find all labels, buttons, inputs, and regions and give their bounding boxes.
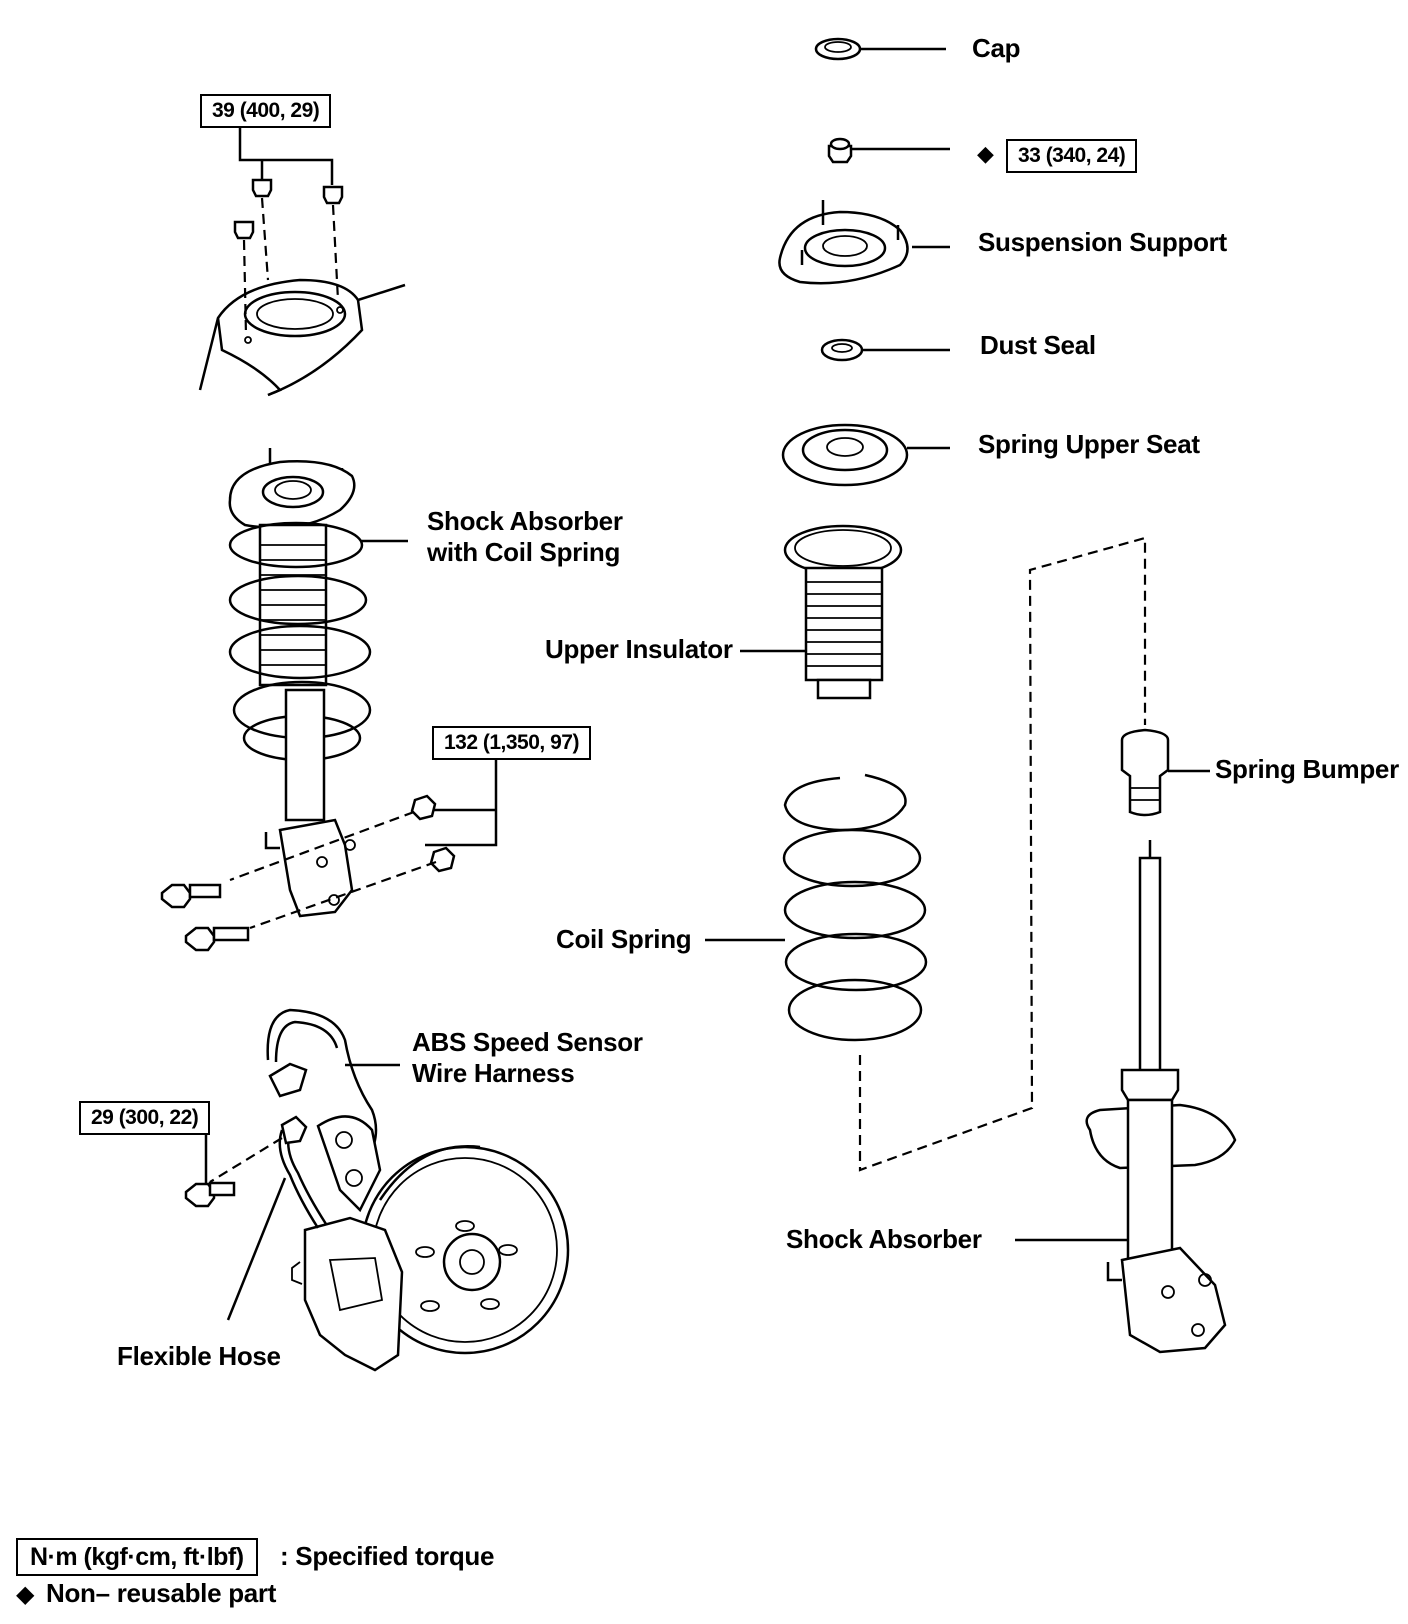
cap-part [814, 37, 946, 61]
strut-assembly-illustration [160, 448, 498, 952]
suspension-support-part [778, 200, 950, 285]
label-dust-seal: Dust Seal [980, 330, 1096, 360]
legend-nonreusable-text: Non– reusable part [46, 1578, 277, 1608]
torque-box-knuckle-bolts: 132 (1,350, 97) [432, 726, 591, 760]
torque-box-support-nuts: 39 (400, 29) [200, 94, 332, 128]
dust-seal-part [820, 338, 950, 362]
label-shock-absorber: Shock Absorber [786, 1224, 982, 1254]
legend-unit-text: : Specified torque [280, 1541, 495, 1571]
label-coil-spring: Coil Spring [556, 924, 692, 954]
legend-unit-box: N·m (kgf·cm, ft·lbf) [16, 1538, 258, 1576]
label-abs-line1: ABS Speed Sensor [412, 1027, 643, 1057]
spring-upper-seat-part [781, 423, 950, 487]
coil-spring-part [705, 773, 928, 1042]
torque-box-hose-bolt: 29 (300, 22) [79, 1101, 211, 1135]
label-cap: Cap [972, 33, 1021, 63]
label-upper-insulator: Upper Insulator [545, 634, 733, 664]
torque-box-center-nut: 33 (340, 24) [1006, 139, 1138, 173]
label-flexible-hose: Flexible Hose [117, 1341, 281, 1371]
label-suspension-support: Suspension Support [978, 227, 1227, 257]
leader-hose [226, 1177, 287, 1321]
nonreusable-marker-icon: ◆ [977, 142, 994, 167]
label-abs-line2: Wire Harness [412, 1058, 575, 1088]
alignment-dashed-line [858, 536, 1147, 1172]
label-spring-bumper: Spring Bumper [1215, 754, 1399, 784]
label-shock-coil-line1: Shock Absorber [427, 506, 623, 536]
knuckle-brake-illustration [184, 1008, 570, 1372]
label-spring-upper-seat: Spring Upper Seat [978, 429, 1200, 459]
support-nut-part [827, 137, 950, 164]
strut-tower-illustration [198, 123, 406, 397]
label-shock-coil-line2: with Coil Spring [427, 537, 621, 567]
legend-nonreusable-icon: ◆ [16, 1580, 35, 1608]
spring-bumper-part [1120, 728, 1210, 817]
upper-insulator-part [740, 524, 903, 700]
shock-absorber-part [1015, 840, 1237, 1354]
